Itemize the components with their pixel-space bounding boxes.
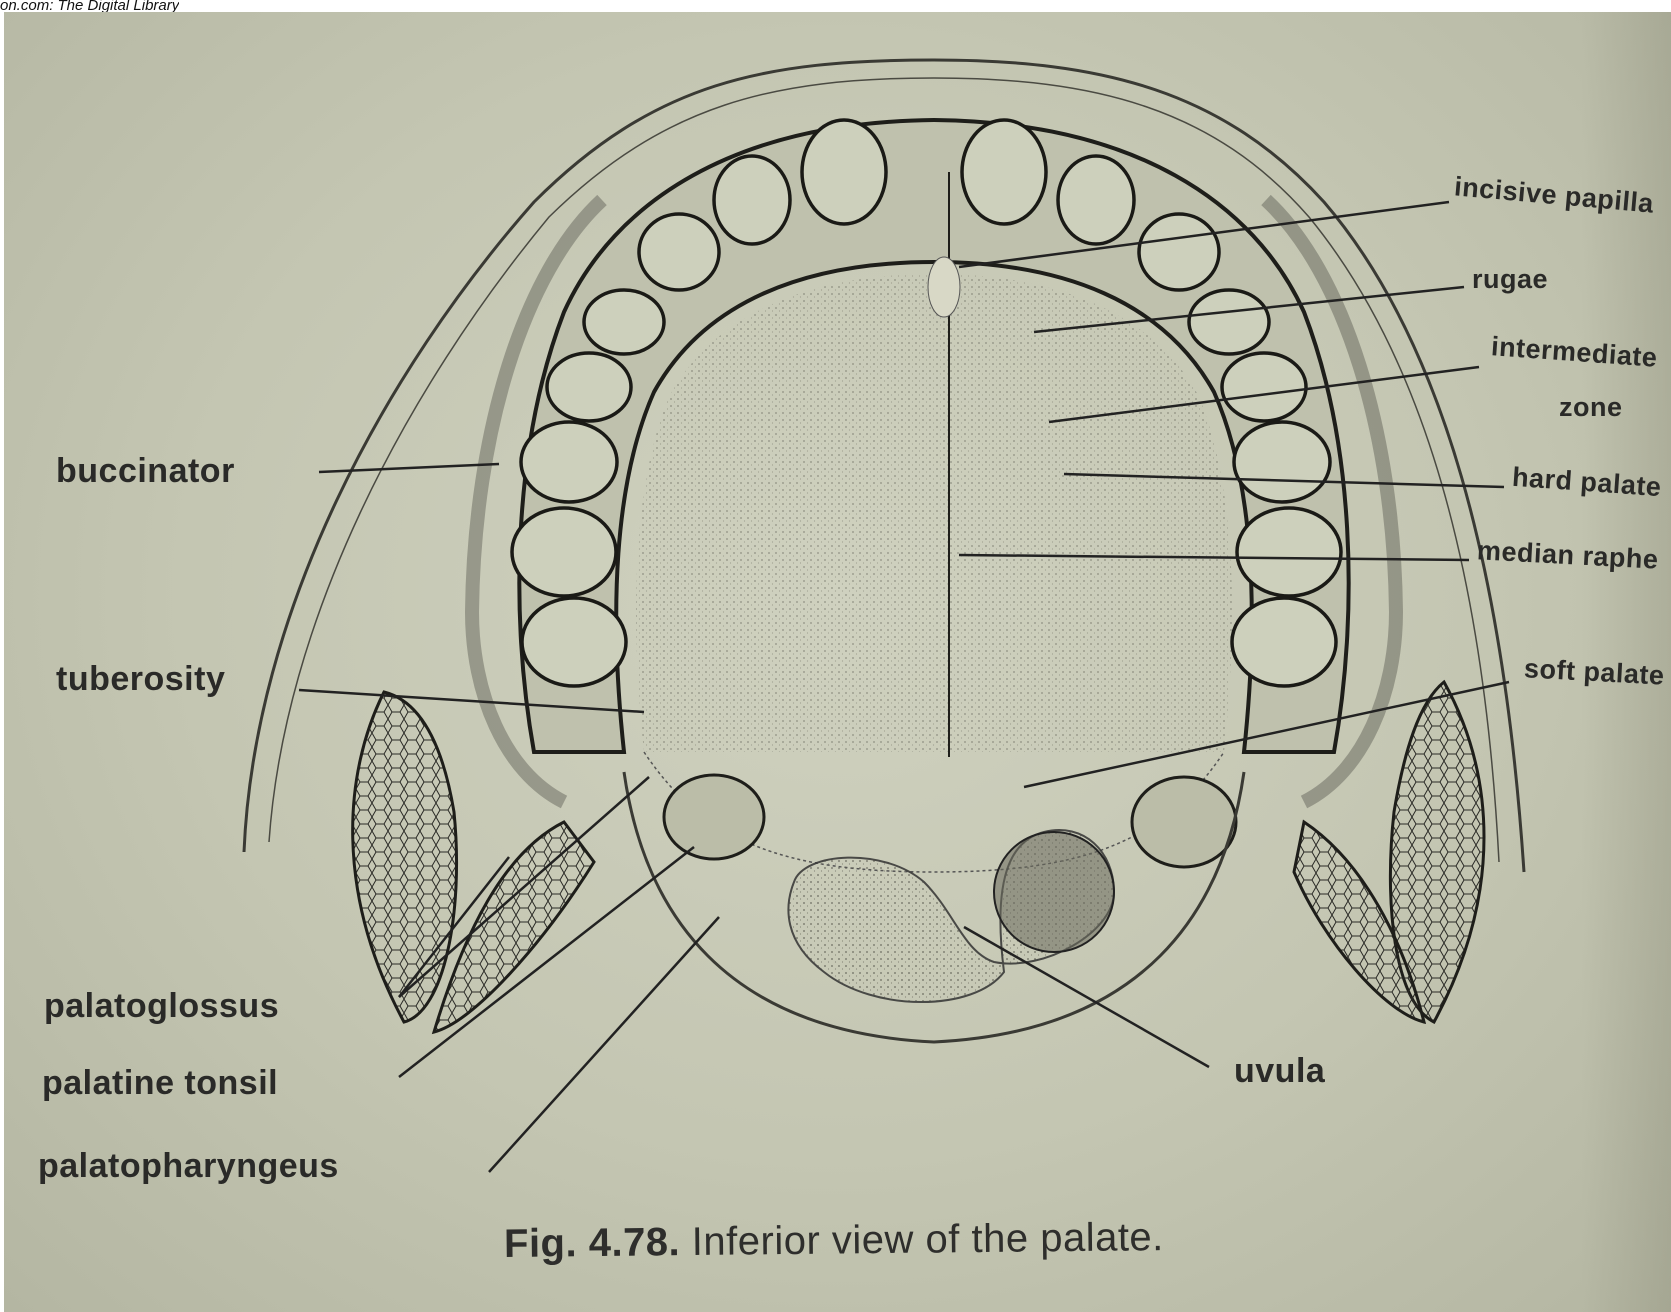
label-tuberosity: tuberosity bbox=[56, 660, 225, 699]
figure-caption: Fig. 4.78. Inferior view of the palate. bbox=[504, 1215, 1164, 1267]
palatine-tonsil-right bbox=[1132, 777, 1236, 867]
tooth-9 bbox=[962, 120, 1046, 224]
tooth-2 bbox=[512, 508, 616, 596]
label-rugae: rugae bbox=[1472, 264, 1548, 295]
tooth-3 bbox=[521, 422, 617, 502]
palatoglossus-muscle-left bbox=[353, 692, 457, 1022]
leader-buccinator bbox=[319, 464, 499, 472]
watermark-text: on.com: The Digital Library bbox=[0, 0, 179, 12]
leader-uvula bbox=[964, 927, 1209, 1067]
figure-title: Inferior view of the palate. bbox=[692, 1215, 1164, 1264]
tooth-7 bbox=[714, 156, 790, 244]
uvula-tip bbox=[994, 832, 1114, 952]
label-palatoglossus: palatoglossus bbox=[44, 987, 279, 1026]
label-palatopharyngeus: palatopharyngeus bbox=[38, 1147, 339, 1186]
tooth-4 bbox=[547, 353, 631, 421]
incisive-papilla-shape bbox=[928, 257, 960, 317]
palatine-tonsil-left bbox=[664, 775, 764, 859]
tooth-11 bbox=[1139, 214, 1219, 290]
tooth-14 bbox=[1234, 422, 1330, 502]
hard-palate-area bbox=[636, 274, 1232, 752]
diagram-photo: buccinator tuberosity palatoglossus pala… bbox=[4, 12, 1671, 1312]
tooth-6 bbox=[639, 214, 719, 290]
tooth-8 bbox=[802, 120, 886, 224]
tooth-1 bbox=[522, 598, 626, 686]
label-uvula: uvula bbox=[1234, 1052, 1325, 1091]
tooth-12 bbox=[1189, 290, 1269, 354]
tooth-5 bbox=[584, 290, 664, 354]
tooth-10 bbox=[1058, 156, 1134, 244]
tooth-13 bbox=[1222, 353, 1306, 421]
palate-illustration bbox=[4, 12, 1671, 1312]
label-palatine-tonsil: palatine tonsil bbox=[42, 1064, 278, 1103]
figure-number: Fig. 4.78. bbox=[504, 1220, 681, 1266]
label-buccinator: buccinator bbox=[56, 452, 235, 491]
tooth-16 bbox=[1232, 598, 1336, 686]
tooth-15 bbox=[1237, 508, 1341, 596]
label-zone: zone bbox=[1559, 392, 1623, 423]
